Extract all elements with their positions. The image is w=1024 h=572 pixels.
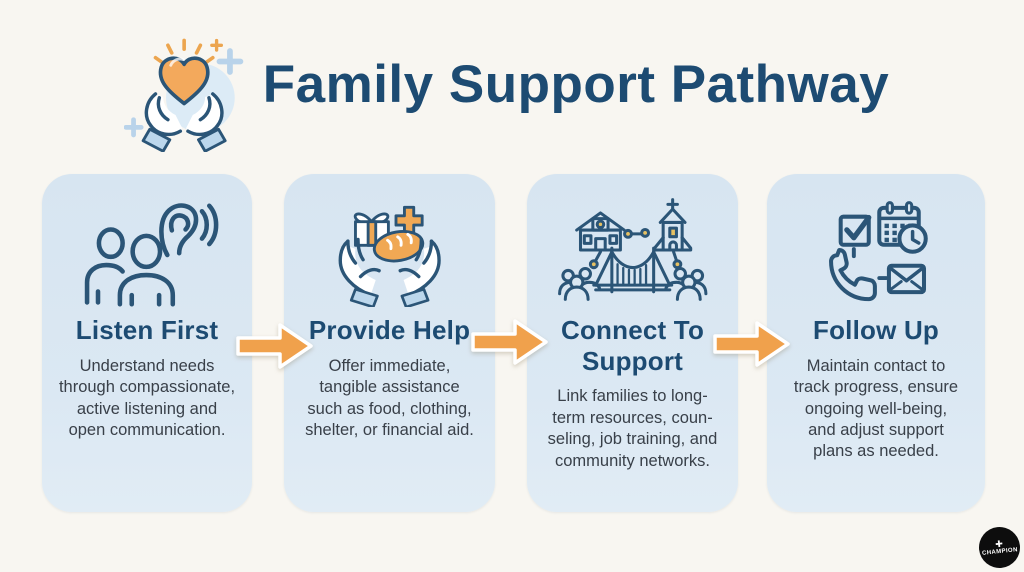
step-description: Offer immediate, tangible assistance suc… — [305, 356, 474, 439]
check-calendar-phone-mail-icon — [810, 192, 942, 308]
step-title: Listen First — [75, 315, 219, 345]
step-title: Follow Up — [813, 315, 939, 345]
watermark-text: CHAMPION — [981, 547, 1019, 557]
step-description: Understand needs through compassionate, … — [58, 356, 236, 439]
step-description: Maintain contact to track progress, ensu… — [793, 356, 959, 461]
step-card-provide-help: Provide Help Offer immediate, tangible a… — [284, 174, 495, 512]
step-card-listen-first: Listen First Understand needs through co… — [42, 174, 252, 512]
step-title: Connect To Support — [560, 315, 705, 376]
arrow-right-icon — [236, 323, 313, 369]
arrow-right-icon — [713, 321, 790, 367]
arrow-right-icon — [471, 319, 548, 365]
watermark-badge: ✚ CHAMPION — [976, 524, 1023, 571]
hands-offering-food-gift-icon — [320, 192, 459, 308]
page-title: Family Support Pathway — [262, 55, 890, 114]
cross-icon: ✚ — [994, 538, 1004, 550]
step-description: Link families to long- term resources, c… — [547, 387, 718, 470]
step-title: Provide Help — [308, 315, 471, 345]
hands-holding-heart-logo-icon — [124, 38, 244, 152]
community-buildings-bridge-icon — [552, 192, 714, 308]
people-listening-ear-icon — [67, 192, 227, 308]
step-card-connect-to-support: Connect To Support Link families to long… — [527, 174, 738, 512]
step-card-follow-up: Follow Up Maintain contact to track prog… — [767, 174, 985, 512]
